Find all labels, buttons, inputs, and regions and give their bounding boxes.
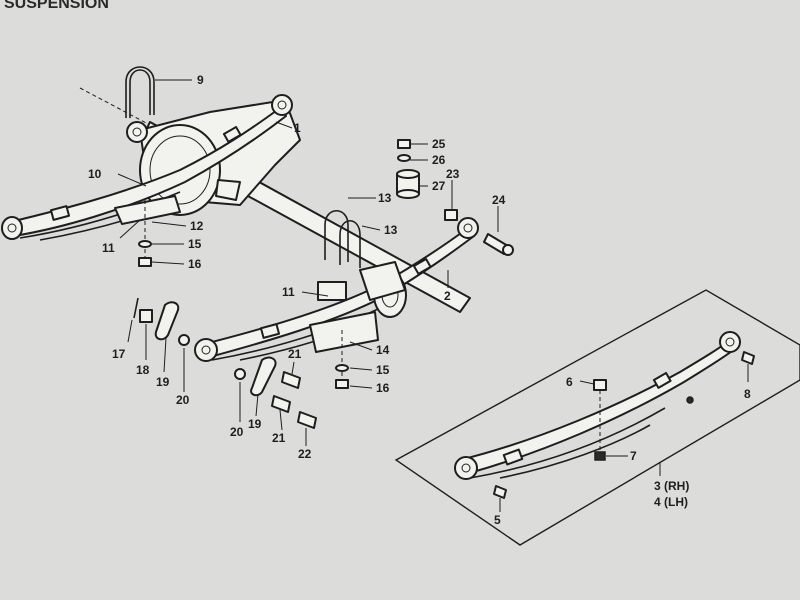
callout-13-mid: 13 bbox=[384, 223, 398, 237]
callout-19-bottom: 19 bbox=[248, 417, 262, 431]
callout-2: 2 bbox=[444, 289, 451, 303]
leader-lines bbox=[117, 79, 749, 512]
callout-25: 25 bbox=[432, 137, 446, 151]
callout-21-bottom: 21 bbox=[272, 431, 286, 445]
callout-16-left: 16 bbox=[188, 257, 202, 271]
inset-box bbox=[394, 289, 800, 546]
callout-23: 23 bbox=[446, 167, 460, 181]
callout-16-right: 16 bbox=[376, 381, 390, 395]
callout-17: 17 bbox=[112, 347, 126, 361]
callout-20-bottom: 20 bbox=[230, 425, 244, 439]
callout-15-left: 15 bbox=[188, 237, 202, 251]
callout-22: 22 bbox=[298, 447, 312, 461]
u-bolt-9 bbox=[125, 66, 155, 118]
callout-27: 27 bbox=[432, 179, 446, 193]
header-text: SUSPENSION bbox=[4, 0, 109, 12]
callout-21-top: 21 bbox=[288, 347, 302, 361]
axle-end-right bbox=[359, 261, 407, 318]
callout-11-left: 11 bbox=[102, 241, 115, 255]
callout-24: 24 bbox=[492, 193, 506, 207]
callout-26: 26 bbox=[432, 153, 446, 167]
callout-19-left: 19 bbox=[156, 375, 170, 389]
callout-1: 1 bbox=[294, 121, 301, 135]
callout-15-right: 15 bbox=[376, 363, 390, 377]
shackle-bolt-24 bbox=[444, 209, 514, 256]
callout-7: 7 bbox=[630, 449, 637, 463]
callout-11-right: 11 bbox=[282, 285, 295, 299]
callout-3-rh: 3 (RH) bbox=[654, 479, 689, 493]
shackle-parts-lower bbox=[234, 356, 317, 429]
callout-12: 12 bbox=[190, 219, 204, 233]
leaf-spring-upper bbox=[1, 94, 293, 241]
spring-plate-12 bbox=[114, 195, 181, 267]
callout-4-lh: 4 (LH) bbox=[654, 495, 688, 509]
shackle-parts-left bbox=[133, 297, 190, 346]
callout-9: 9 bbox=[197, 73, 204, 87]
callout-20-left: 20 bbox=[176, 393, 190, 407]
callout-13-top: 13 bbox=[378, 191, 392, 205]
callout-5: 5 bbox=[494, 513, 501, 527]
bump-stopper-27 bbox=[396, 139, 420, 199]
leaf-spring-3-4 bbox=[454, 331, 755, 499]
u-bolt-13 bbox=[324, 209, 361, 268]
callout-6: 6 bbox=[566, 375, 573, 389]
callout-18: 18 bbox=[136, 363, 150, 377]
callout-14: 14 bbox=[376, 343, 390, 357]
callout-10: 10 bbox=[88, 167, 102, 181]
callout-8: 8 bbox=[744, 387, 751, 401]
callout-labels: 9 1 10 11 12 15 16 13 13 11 2 25 26 27 2… bbox=[88, 73, 751, 527]
